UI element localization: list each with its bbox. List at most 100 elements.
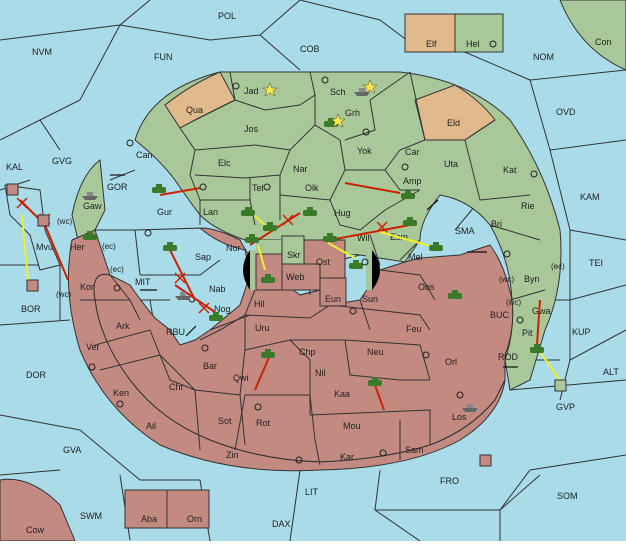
red-outer-rim (67, 229, 506, 472)
army-icon[interactable] (303, 207, 317, 216)
label-buc: BUC (490, 310, 510, 320)
coast-tag-wc-3: (wc) (499, 275, 514, 284)
marker-kal[interactable] (6, 183, 19, 196)
label-kar: Kar (340, 452, 354, 462)
label-rod: ROD (498, 352, 519, 362)
sc-kar (379, 449, 387, 457)
fleet-icon[interactable] (82, 192, 98, 200)
army-icon[interactable] (241, 207, 255, 216)
double-arrow-icon (426, 199, 439, 211)
army-icon[interactable] (209, 312, 223, 321)
coast-tag-ec-1: (ec) (102, 242, 116, 251)
label-hil: Hil (254, 299, 265, 309)
coast-tag-wc-4: (wc) (506, 298, 521, 307)
cross-1 (282, 214, 294, 226)
label-elc: Elc (218, 158, 231, 168)
cross-4 (198, 302, 210, 314)
support-6 (257, 244, 266, 271)
star-icon (362, 79, 378, 94)
label-cow: Cow (26, 525, 45, 535)
fleet-icon[interactable] (462, 404, 478, 412)
supply-centers (88, 76, 538, 464)
label-olk: Olk (305, 183, 319, 193)
legend-hel-label: Hel (466, 39, 480, 49)
army-icon[interactable] (403, 217, 417, 226)
supply-center-icon (489, 40, 497, 48)
coast-bump-right (372, 250, 380, 290)
marker-bor[interactable] (26, 279, 39, 292)
army-icon[interactable] (261, 349, 275, 358)
army-icon[interactable] (163, 242, 177, 251)
label-grh: Grh (345, 108, 360, 118)
army-icon[interactable] (448, 290, 462, 299)
label-pol: POL (218, 11, 236, 21)
cow-region[interactable] (0, 478, 76, 542)
label-ovd: OVD (556, 107, 576, 117)
sc-mel (361, 258, 369, 266)
support-3 (327, 242, 356, 259)
army-icon[interactable] (263, 222, 277, 231)
support-4 (21, 214, 29, 281)
army-icon[interactable] (429, 242, 443, 251)
sc-olk (263, 183, 271, 191)
label-gvp: GVP (556, 402, 575, 412)
label-can: Can (136, 150, 153, 160)
label-nog: Nog (214, 304, 231, 314)
label-pit: Pit (522, 328, 533, 338)
ost-region[interactable] (303, 239, 346, 279)
army-icon[interactable] (152, 184, 166, 193)
label-jos: Jos (244, 124, 259, 134)
label-orn: Orn (187, 514, 202, 524)
province-borders (80, 71, 546, 466)
label-nvm: NVM (32, 47, 52, 57)
label-yok: Yok (357, 146, 372, 156)
label-bar: Bar (203, 361, 217, 371)
label-nor: Nor (226, 243, 241, 253)
arrow-nab-nog (174, 284, 216, 313)
legend: Elf Hel (404, 13, 504, 53)
cross-3 (174, 272, 186, 284)
label-tel: Tel (252, 183, 264, 193)
label-ver: Ver (86, 342, 100, 352)
stars (262, 79, 378, 128)
army-icon[interactable] (245, 234, 259, 243)
label-byn: Byn (524, 274, 540, 284)
label-los: Los (452, 412, 467, 422)
land-labels: Qua Jad Sch Grh Eld Jos Can Elc Nar Yok … (70, 86, 551, 462)
cross-2 (376, 221, 388, 233)
marker-mvu[interactable] (37, 214, 50, 227)
label-sch: Sch (330, 87, 346, 97)
label-qwi: Qwi (233, 373, 249, 383)
label-gor: GOR (107, 182, 128, 192)
marker-fro[interactable] (479, 454, 492, 467)
label-chp: Chp (299, 347, 316, 357)
army-icon[interactable] (261, 274, 275, 283)
sc-ken (116, 400, 124, 408)
fleet-icon[interactable] (354, 88, 370, 96)
sc-los (456, 391, 464, 399)
arrow-olk-amp (344, 182, 401, 194)
army-icon[interactable] (530, 344, 544, 353)
label-mit: MIT (135, 277, 151, 287)
coast-tag-ec-2: (ec) (110, 265, 124, 274)
army-icon[interactable] (401, 190, 415, 199)
label-gaw: Gaw (83, 201, 102, 211)
army-icon[interactable] (83, 231, 97, 240)
army-icon[interactable] (323, 233, 337, 242)
marker-gvp[interactable] (554, 379, 567, 392)
label-ost: Ost (316, 257, 331, 267)
coast-fill-right (366, 250, 372, 290)
label-her: Her (70, 242, 85, 252)
label-mvu: Mvu (36, 242, 53, 252)
orn-box[interactable] (166, 489, 210, 529)
army-icon[interactable] (349, 260, 363, 269)
label-wil: Wil (357, 233, 370, 243)
label-zin: Zin (226, 450, 239, 460)
label-lan: Lan (203, 207, 218, 217)
fleet-icon[interactable] (175, 292, 191, 300)
army-icon[interactable] (368, 377, 382, 386)
label-ken: Ken (113, 388, 129, 398)
sc-tel (199, 183, 207, 191)
label-qua: Qua (186, 105, 203, 115)
